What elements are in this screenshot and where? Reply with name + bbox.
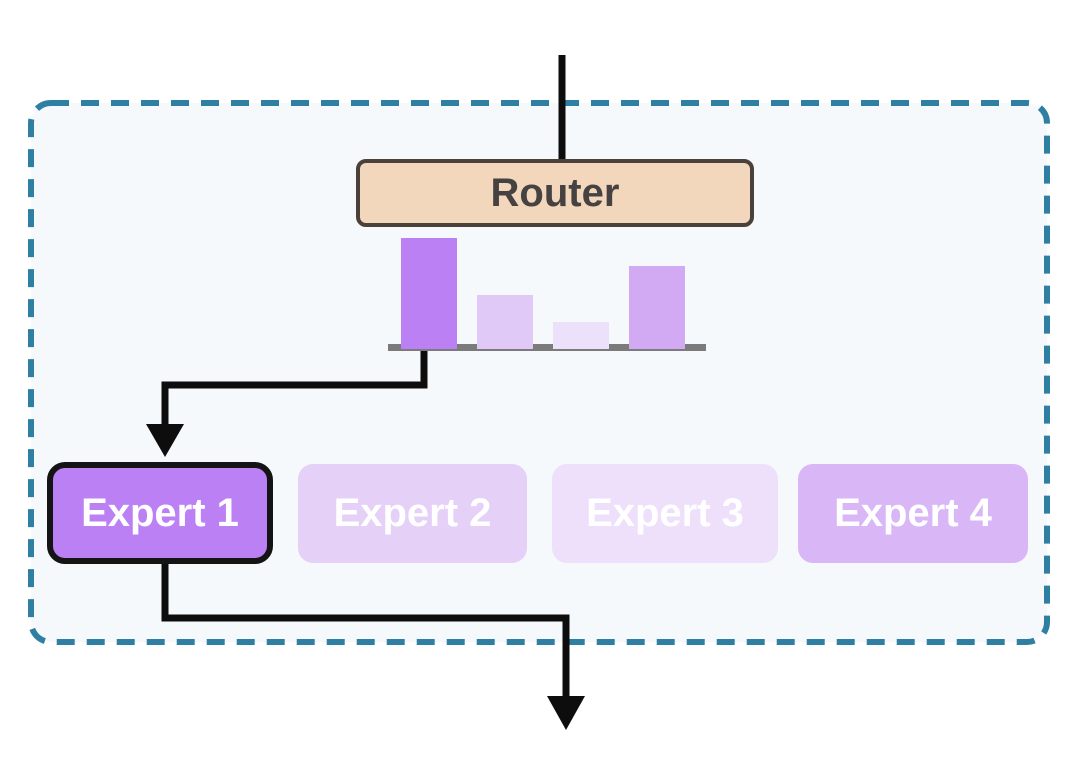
expert-4-label: Expert 4 <box>834 491 992 535</box>
expert1-to-output-arrowhead <box>547 696 585 730</box>
router-label: Router <box>490 170 620 215</box>
router-node: Router <box>356 159 754 227</box>
expert-1-label: Expert 1 <box>81 490 239 535</box>
router-to-expert1-line <box>161 350 428 428</box>
expert-3-label: Expert 3 <box>586 491 744 535</box>
router-weights-chart <box>388 238 706 351</box>
router-to-expert1-arrowhead <box>146 424 184 457</box>
expert-node-2: Expert 2 <box>298 464 527 563</box>
expert1-to-output-line <box>161 562 570 699</box>
router-weight-bar-expert4 <box>629 266 685 349</box>
router-weight-bar-expert1 <box>401 238 457 349</box>
router-weight-bar-expert3 <box>553 322 609 349</box>
router-weight-bar-expert2 <box>477 295 533 349</box>
expert-node-4: Expert 4 <box>798 464 1028 563</box>
expert-2-label: Expert 2 <box>333 491 492 535</box>
expert-node-1-selected: Expert 1 <box>47 462 273 564</box>
expert-node-3: Expert 3 <box>552 464 778 563</box>
